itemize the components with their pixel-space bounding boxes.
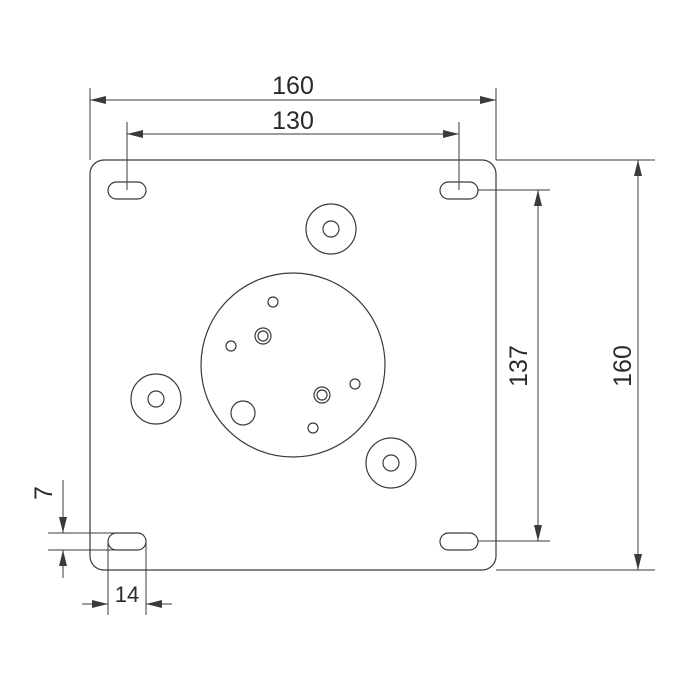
dimension-label-overall-height: 160 xyxy=(609,345,637,387)
boss-top xyxy=(305,203,357,255)
center-disc xyxy=(200,272,386,458)
dimension-label-slot-spacing-vertical: 137 xyxy=(505,345,533,387)
boss-left xyxy=(130,373,182,425)
dimension-label-slot-width: 7 xyxy=(30,486,58,500)
dimension-slot-length: 14 xyxy=(82,541,172,615)
slot-bottom-left xyxy=(107,532,147,551)
dimension-slot-width: 7 xyxy=(30,480,127,578)
dimension-label-slot-spacing-horizontal: 130 xyxy=(272,107,314,135)
dimension-label-overall-width: 160 xyxy=(272,72,314,100)
slot-bottom-right xyxy=(439,532,479,551)
dimension-overall-width: 160 xyxy=(89,72,497,160)
dimension-slot-spacing-horizontal: 130 xyxy=(126,107,460,190)
dimension-slot-spacing-vertical: 137 xyxy=(478,189,550,542)
dimension-overall-height: 160 xyxy=(496,159,655,571)
boss-bottom-right xyxy=(365,437,417,489)
dimension-label-slot-length: 14 xyxy=(115,582,139,607)
